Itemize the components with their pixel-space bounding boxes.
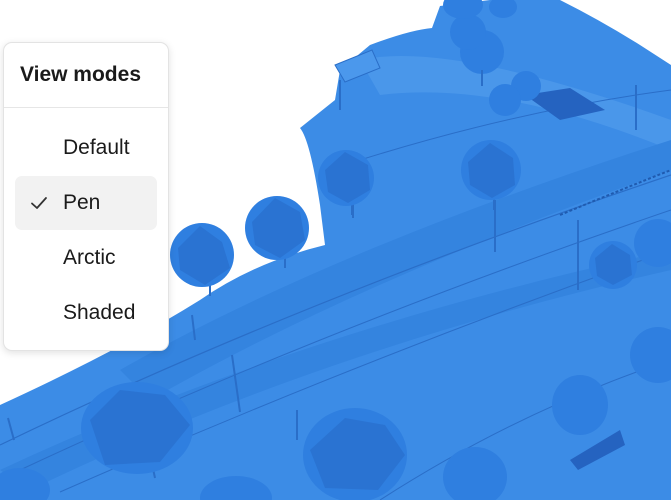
menu-item-shaded[interactable]: Shaded — [15, 286, 157, 340]
road-shadow-band — [120, 140, 671, 400]
menu-divider — [4, 107, 168, 108]
tree — [461, 140, 521, 210]
tree — [634, 219, 671, 267]
menu-item-label: Arctic — [63, 246, 116, 269]
structure — [570, 430, 625, 470]
tree — [630, 327, 671, 383]
tree — [0, 468, 50, 500]
menu-item-default[interactable]: Default — [15, 121, 157, 175]
menu-item-label: Default — [63, 136, 130, 159]
tree — [443, 0, 483, 19]
tree — [443, 447, 507, 500]
menu-title: View modes — [20, 63, 141, 86]
tree — [200, 476, 272, 500]
menu-item-label: Pen — [63, 191, 101, 214]
tree — [170, 223, 234, 296]
lane-line — [0, 174, 671, 446]
tree — [589, 241, 637, 289]
tree — [245, 196, 309, 268]
tree — [450, 14, 486, 50]
view-modes-menu: View modes Default Pen Arctic Shaded — [3, 42, 169, 351]
guardrail-line — [559, 169, 671, 216]
tree — [552, 375, 608, 435]
lane-line — [359, 89, 671, 161]
lane-line — [379, 359, 671, 500]
checkmark-icon — [31, 197, 47, 209]
tree — [489, 84, 521, 116]
menu-item-arctic[interactable]: Arctic — [15, 231, 157, 285]
structure — [525, 88, 605, 120]
road-lower-band — [0, 250, 671, 490]
shoulder-band — [360, 56, 671, 150]
menu-item-label: Shaded — [63, 301, 136, 324]
tree — [81, 382, 193, 479]
tree — [489, 0, 517, 18]
structure — [334, 49, 381, 83]
tree — [318, 150, 374, 215]
tree — [303, 408, 407, 500]
menu-item-pen[interactable]: Pen — [15, 176, 157, 230]
